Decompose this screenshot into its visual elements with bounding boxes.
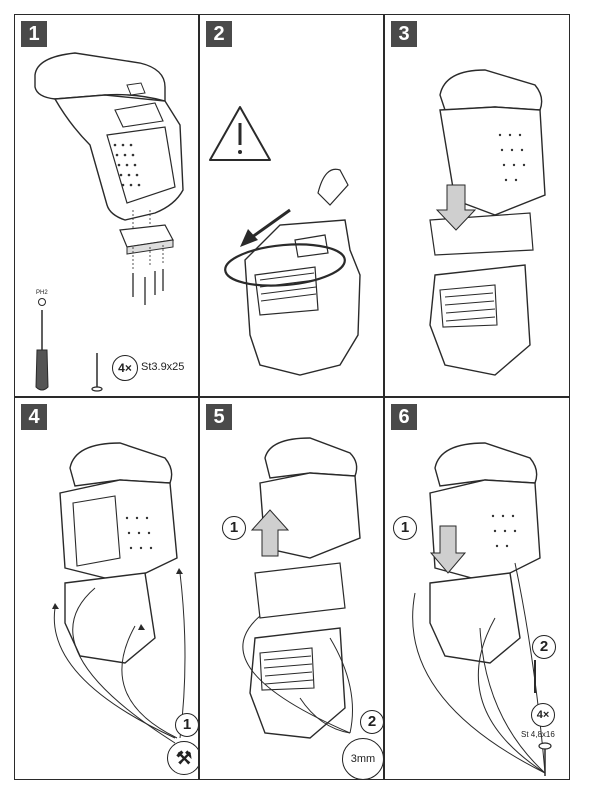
panel-2: 2 (199, 14, 384, 397)
screw-count: 4× (118, 361, 132, 375)
armrest-with-mounting-bracket-illustration (34, 52, 184, 392)
panel-4: 4 1 ⚒ (14, 397, 199, 780)
panel-5: 5 1 2 3mm (199, 397, 384, 780)
mount-armrest-illustration (52, 442, 186, 744)
step-marker-label: 1 (229, 519, 239, 536)
step-marker-label: 1 (400, 519, 410, 536)
lift-and-drill-illustration (242, 437, 361, 739)
step-number-badge: 1 (21, 21, 47, 47)
step-marker-label: 2 (367, 713, 377, 730)
wrench-icon: ⚒ (167, 741, 198, 775)
panel-3: 3 (384, 14, 570, 397)
screw-count-circle: 4× (112, 355, 138, 381)
panel-6: 6 1 2 4× St 4,8x (384, 397, 570, 780)
screwdriver-tip-label: PH2 (36, 290, 48, 296)
screw-count-circle: 4× (531, 703, 555, 727)
step-marker-label: 1 (182, 716, 192, 733)
step-marker-1: 1 (175, 713, 198, 737)
screw-spec-label: St3.9x25 (141, 361, 185, 373)
step-marker-2: 2 (360, 710, 383, 734)
step-marker-2: 2 (532, 635, 556, 659)
drill-size-label: 3mm (350, 753, 376, 765)
screw-count: 4× (536, 709, 550, 721)
step-marker-label: 2 (539, 638, 549, 655)
secure-armrest-illustration (412, 442, 552, 776)
step-number-badge: 4 (21, 404, 47, 430)
drill-bit-icon: 3mm (342, 738, 383, 779)
step-marker-1: 1 (393, 516, 417, 540)
step-number-badge: 5 (206, 404, 232, 430)
step-number-badge: 2 (206, 21, 232, 47)
instruction-sheet: 1 (14, 14, 570, 780)
panel-1: 1 (14, 14, 199, 397)
step-number-badge: 6 (391, 404, 417, 430)
step-marker-1: 1 (222, 516, 246, 540)
remove-armrest-top-illustration (429, 69, 546, 376)
step-number-badge: 3 (391, 21, 417, 47)
screw-spec-label: St 4,8x16 (521, 730, 555, 739)
release-latch-illustration (209, 106, 361, 376)
